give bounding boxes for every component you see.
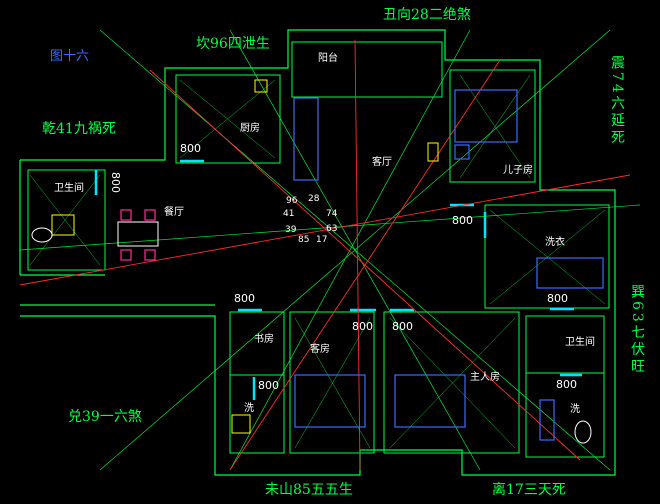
toilet-icon bbox=[31, 227, 53, 243]
room-guest: 客房 bbox=[310, 344, 330, 355]
outer-walls bbox=[19, 29, 616, 476]
direction-northwest: 坎96四泄生 bbox=[196, 36, 270, 52]
grid-number-63: 63 bbox=[326, 224, 338, 234]
fixtures bbox=[31, 79, 592, 444]
grid-number-85: 85 bbox=[298, 235, 310, 245]
door-width-bath-right-low: 800 bbox=[556, 378, 577, 391]
room-bath-right: 卫生间 bbox=[565, 337, 595, 348]
room-laundry: 洗衣 bbox=[545, 237, 565, 248]
room-living: 客厅 bbox=[372, 157, 392, 168]
figure-title: 图十六 bbox=[50, 49, 90, 64]
grid-number-39: 39 bbox=[285, 225, 297, 235]
bagua-grid-lines bbox=[19, 29, 641, 471]
direction-south-right: 离17三天死 bbox=[492, 482, 566, 498]
door-width-bath-right: 800 bbox=[547, 292, 568, 305]
bed-icon-child bbox=[454, 89, 518, 143]
direction-east-lower: 巽63七伏旺 bbox=[629, 284, 645, 376]
grid-number-41: 41 bbox=[283, 209, 295, 219]
room-child: 儿子房 bbox=[503, 165, 533, 176]
windows bbox=[94, 159, 582, 400]
bed-icon-master bbox=[394, 374, 466, 428]
room-master: 主人房 bbox=[470, 372, 500, 383]
sofa-icon bbox=[293, 97, 319, 181]
door-width-child: 800 bbox=[452, 214, 473, 227]
direction-east-upper: 震74六延死 bbox=[609, 55, 625, 147]
basin-icon bbox=[231, 414, 251, 434]
furniture bbox=[293, 89, 604, 441]
direction-north: 丑向28二绝煞 bbox=[383, 7, 471, 23]
door-width-bath-left-low: 800 bbox=[258, 379, 279, 392]
room-study: 书房 bbox=[254, 334, 274, 345]
ac-unit-icon bbox=[427, 142, 439, 162]
room-wash-left: 洗 bbox=[244, 403, 254, 414]
washer-icon bbox=[536, 257, 604, 289]
door-width-master: 800 bbox=[392, 320, 413, 333]
room-bath-left: 卫生间 bbox=[54, 183, 84, 194]
direction-west-lower: 兑39一六煞 bbox=[68, 409, 142, 425]
nightstand-icon bbox=[454, 144, 470, 160]
bed-icon-guest bbox=[294, 374, 366, 428]
grid-number-28: 28 bbox=[308, 194, 320, 204]
grid-number-96: 96 bbox=[286, 196, 298, 206]
toilet-icon-right bbox=[574, 420, 592, 444]
washbasin-icon bbox=[51, 214, 75, 236]
stove-icon bbox=[254, 79, 268, 93]
inner-walls bbox=[27, 41, 610, 458]
room-grid-lines bbox=[29, 74, 606, 449]
door-width-study: 800 bbox=[234, 292, 255, 305]
door-width-laundry: 800 bbox=[109, 172, 122, 193]
room-kitchen: 厨房 bbox=[240, 123, 260, 134]
room-wash-right: 洗 bbox=[570, 404, 580, 415]
direction-west-upper: 乾41九祸死 bbox=[42, 121, 116, 137]
door-width-kitchen: 800 bbox=[180, 142, 201, 155]
compass-lines bbox=[19, 39, 631, 471]
shower-icon bbox=[539, 399, 555, 441]
room-dining: 餐厅 bbox=[164, 207, 184, 218]
grid-number-17: 17 bbox=[316, 235, 328, 245]
door-width-guest: 800 bbox=[352, 320, 373, 333]
dining-set-icon bbox=[117, 209, 159, 261]
room-balcony: 阳台 bbox=[318, 53, 338, 64]
grid-number-74: 74 bbox=[326, 209, 338, 219]
direction-south-left: 未山85五五生 bbox=[265, 482, 353, 498]
